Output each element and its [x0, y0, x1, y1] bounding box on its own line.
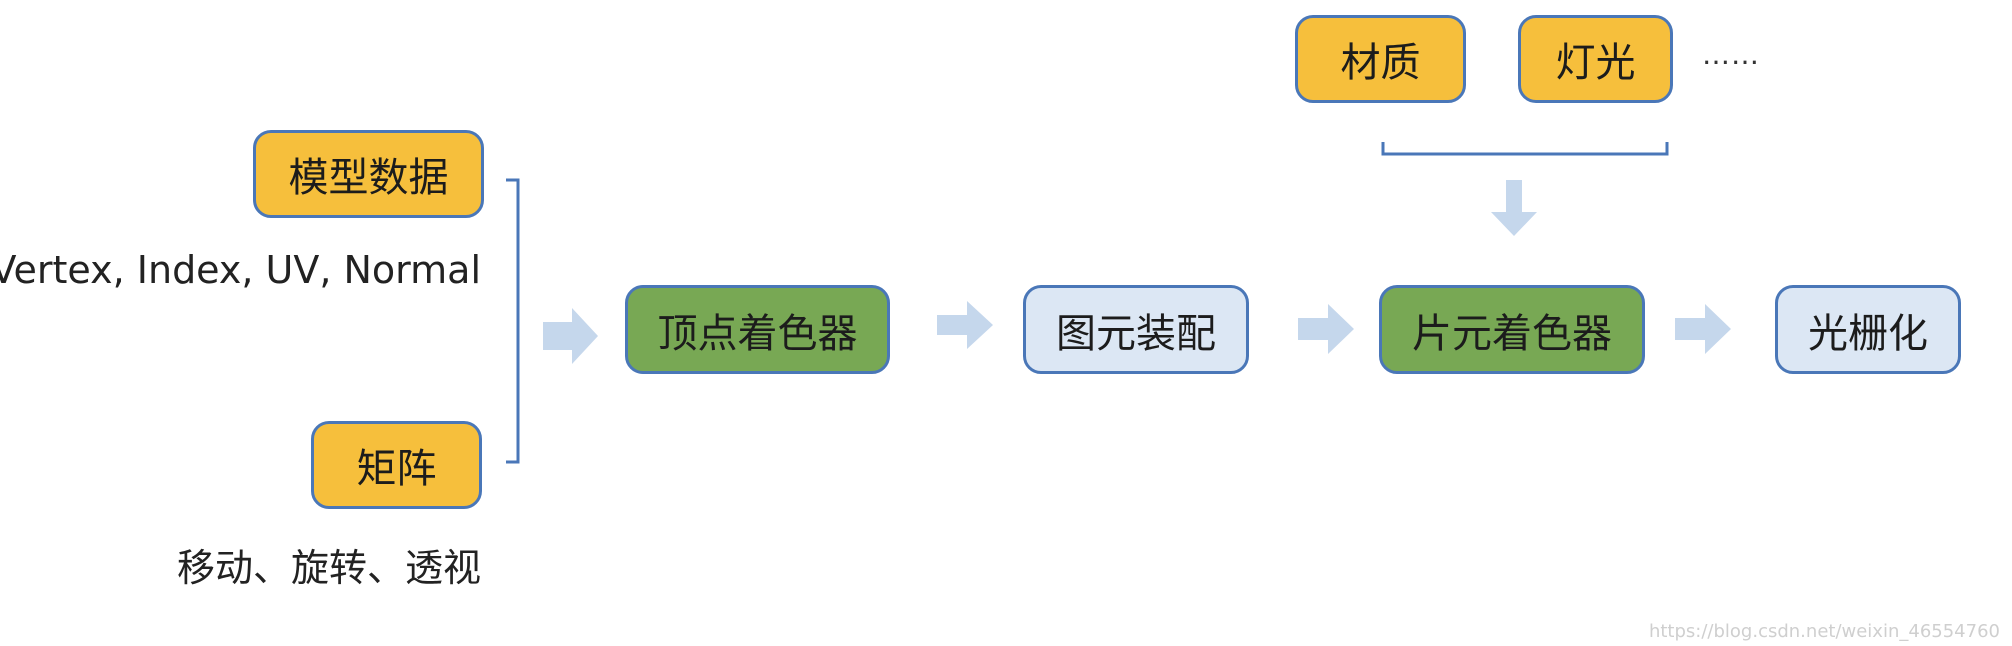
rasterization-box: 光栅化: [1775, 285, 1961, 374]
matrix-label: 矩阵: [356, 446, 437, 492]
more-inputs-ellipsis: ……: [1702, 38, 1760, 71]
arrow-to-fragment-shader: [1298, 304, 1354, 354]
fragment-shader-box: 片元着色器: [1379, 285, 1645, 374]
arrow-to-primitive-assembly: [937, 301, 993, 349]
vertex-shader-label: 顶点着色器: [657, 310, 858, 357]
light-label: 灯光: [1555, 40, 1636, 86]
model-data-box: 模型数据: [253, 130, 484, 218]
matrix-box: 矩阵: [311, 421, 482, 509]
arrow-to-vertex-shader: [543, 308, 598, 364]
model-data-caption: Vertex, Index, UV, Normal: [0, 248, 481, 292]
rasterization-label: 光栅化: [1808, 310, 1928, 357]
fragment-input-bracket: [1381, 142, 1669, 156]
input-bracket: [506, 178, 520, 464]
primitive-assembly-box: 图元装配: [1023, 285, 1249, 374]
light-box: 灯光: [1518, 15, 1673, 103]
material-box: 材质: [1295, 15, 1466, 103]
fragment-shader-label: 片元着色器: [1412, 310, 1612, 357]
model-data-label: 模型数据: [288, 155, 449, 201]
material-label: 材质: [1340, 40, 1421, 86]
watermark: https://blog.csdn.net/weixin_46554760: [1648, 621, 2000, 642]
matrix-caption: 移动、旋转、透视: [176, 546, 481, 590]
primitive-assembly-label: 图元装配: [1056, 310, 1216, 357]
vertex-shader-box: 顶点着色器: [625, 285, 890, 374]
arrow-down-to-fragment-shader: [1491, 180, 1537, 236]
arrow-to-rasterization: [1675, 304, 1731, 354]
